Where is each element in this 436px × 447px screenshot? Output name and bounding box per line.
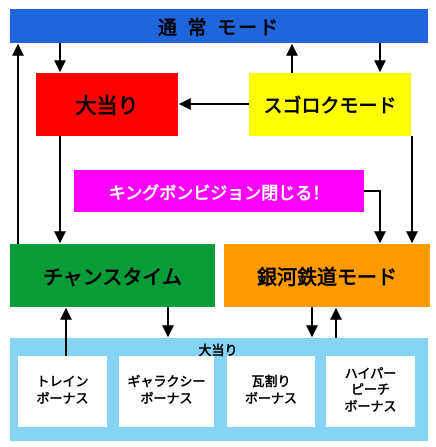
hyper-peach-bonus-node: ハイパー ピーチ ボーナス	[326, 356, 415, 427]
tile-breaking-bonus-label: 瓦割り ボーナス	[244, 375, 297, 407]
galaxy-railway-mode-node: 銀河鉄道モード	[224, 244, 430, 307]
king-bonbidgeon-node: キングボンビジョン閉じる！	[74, 170, 364, 212]
chance-time-label: チャンスタイム	[43, 265, 182, 289]
galaxy-bonus-node: ギャラクシー ボーナス	[119, 356, 214, 427]
normal-mode-node: 通 常 モード	[10, 9, 428, 43]
galaxy-bonus-label: ギャラクシー ボーナス	[127, 375, 206, 407]
tile-breaking-bonus-node: 瓦割り ボーナス	[227, 356, 315, 427]
hyper-peach-bonus-label: ハイパー ピーチ ボーナス	[344, 367, 397, 415]
jackpot-label: 大当り	[75, 93, 139, 118]
bonus-group-title: 大当り	[198, 344, 238, 359]
king-bonbidgeon-label: キングボンビジョン閉じる！	[108, 183, 330, 204]
chance-time-node: チャンスタイム	[10, 244, 215, 307]
arrow-king-to-galaxy	[364, 190, 386, 244]
train-bonus-node: トレイン ボーナス	[18, 356, 107, 427]
jackpot-node: 大当り	[36, 73, 178, 136]
train-bonus-label: トレイン ボーナス	[36, 375, 89, 407]
sugoroku-mode-node: スゴロクモード	[249, 73, 411, 136]
normal-mode-label: 通 常 モード	[157, 16, 281, 39]
sugoroku-mode-label: スゴロクモード	[263, 95, 397, 117]
galaxy-railway-mode-label: 銀河鉄道モード	[257, 265, 397, 289]
